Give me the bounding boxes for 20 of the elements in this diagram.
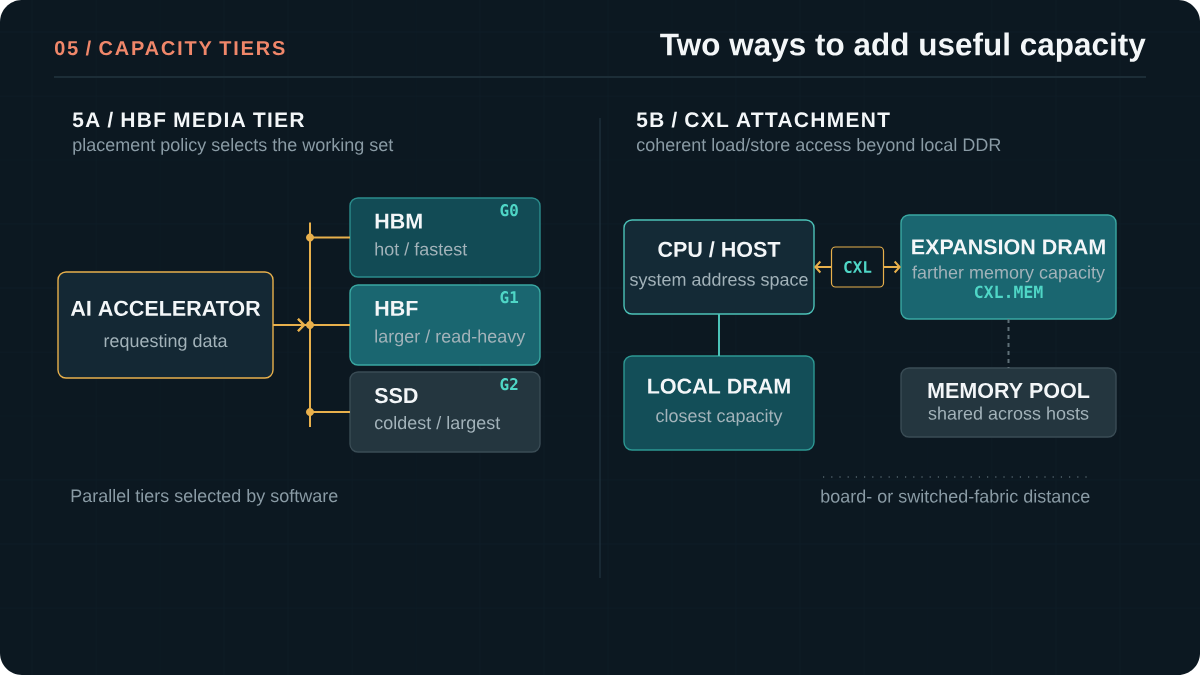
edge-label: CXL bbox=[830, 246, 885, 288]
panel-heading: 5B / CXL ATTACHMENT bbox=[636, 111, 890, 128]
tier-tag: G0 bbox=[500, 204, 518, 217]
tier-tag: G2 bbox=[500, 378, 518, 391]
host-box: CPU / HOST system address space bbox=[623, 219, 815, 315]
scale-note: board- or switched-fabric distance bbox=[821, 489, 1090, 503]
memory-box: EXPANSION DRAM farther memory capacity CXL.MEM bbox=[900, 214, 1117, 320]
section-tag: 05 / CAPACITY TIERS bbox=[55, 40, 285, 56]
pool-box: MEMORY POOL shared across hosts bbox=[900, 367, 1117, 438]
footnote: Parallel tiers selected by software bbox=[71, 488, 338, 506]
memory-box: LOCAL DRAM closest capacity bbox=[623, 355, 815, 451]
connector-line bbox=[718, 313, 720, 357]
dashed-line bbox=[1007, 318, 1010, 369]
tier-tag: G1 bbox=[500, 291, 519, 304]
panel-subtitle: placement policy selects the working set bbox=[73, 137, 394, 155]
panel-subtitle: coherent load/store access beyond local DDR bbox=[636, 137, 1001, 155]
bus-line bbox=[309, 221, 311, 428]
diagram-title: Two ways to add useful capacity bbox=[660, 32, 1146, 62]
accelerator-box: AI ACCELERATOR requesting data bbox=[57, 271, 274, 379]
panel-heading: 5A / HBF MEDIA TIER bbox=[72, 111, 305, 128]
